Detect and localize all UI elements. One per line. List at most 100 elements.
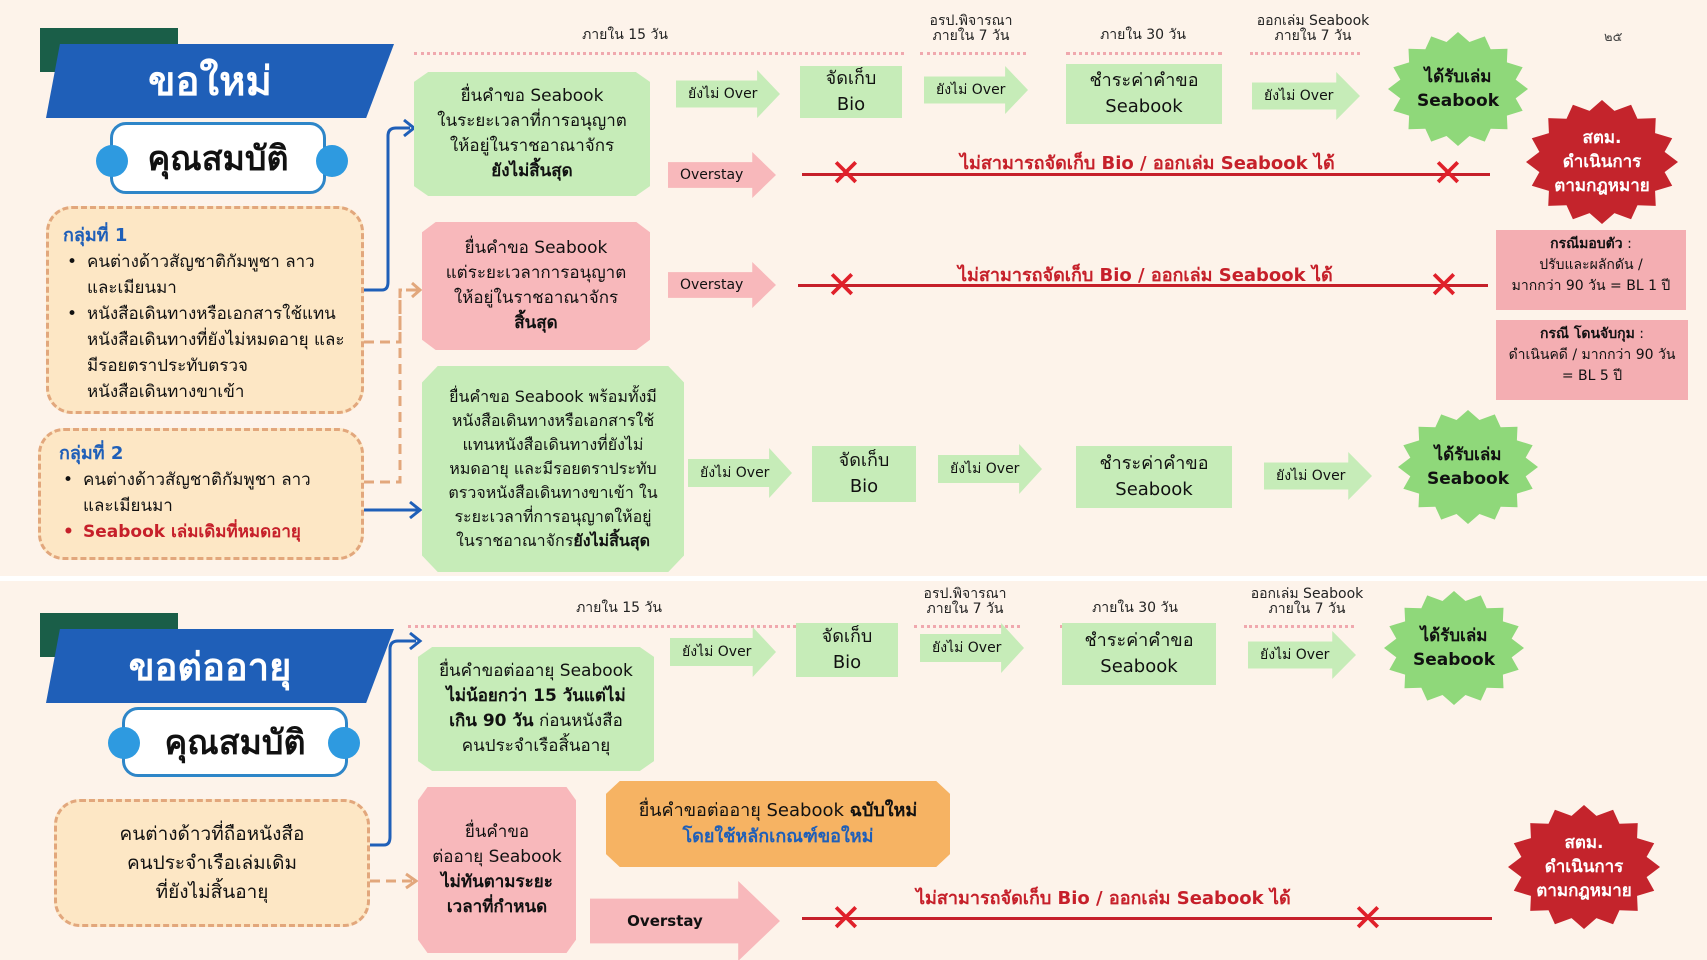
group-1-item: คนต่างด้าวสัญชาติกัมพูชา ลาว และเมียนมา [63,249,347,301]
pill-dot-right [328,727,360,759]
pill-dot-left [108,727,140,759]
receive-line: ได้รับเล่ม [1420,626,1488,646]
connector-lines [370,631,423,890]
row1-line: ในระยะเวลาที่การอนุญาต [437,111,627,131]
row2-bold: สิ้นสุด [514,313,558,333]
collect-bio-line: Bio [832,652,862,673]
timeline-orsp-line: ภายใน 7 วัน [926,601,1004,617]
connector-lines [364,118,423,520]
section-divider [0,576,1707,581]
surrender-case-box: กรณีมอบตัว : ปรับและผลักดัน / มากกว่า 90… [1496,230,1686,310]
renewal-row1-line: คนประจำเรือสิ้นอายุ [461,736,611,756]
renewal-row2-bold: ไม่ทันตามระยะ [441,872,553,892]
timeline-issue: ออกเล่ม Seabook ภายใน 7 วัน [1248,14,1378,44]
legal-line: ดำเนินการ [1562,152,1642,172]
cannot-text: ไม่สามารถจัดเก็บ Bio / ออกเล่ม Seabook ไ… [916,888,1291,909]
timeline-orsp-line: อรป.พิจารณา [929,13,1013,29]
collect-bio-line: Bio [849,476,879,497]
row3-line: หมดอายุ และมีรอยตราประทับ [449,459,657,478]
timeline-issue-line: ออกเล่ม Seabook [1256,13,1370,29]
x-mark-icon: ✕ [1428,263,1460,307]
qualification-label: คุณสมบัติ [110,122,326,194]
timeline-orsp-line: อรป.พิจารณา [923,586,1007,602]
timeline-orsp: อรป.พิจารณา ภายใน 7 วัน [900,587,1030,617]
renewal-row1-line: ก่อนหนังสือ [533,711,623,731]
legal-line: สตม. [1582,128,1622,148]
cannot-line [802,917,1492,920]
cannot-text: ไม่สามารถจัดเก็บ Bio / ออกเล่ม Seabook ไ… [958,265,1333,286]
receive-line: Seabook [1412,650,1496,670]
pay-fee-line: Seabook [1115,479,1193,500]
row3-request-box: ยื่นคำขอ Seabook พร้อมทั้งมี หนังสือเดิน… [422,366,684,572]
receive-line: ได้รับเล่ม [1424,67,1492,87]
section-title: ขอต่ออายุ [128,643,292,689]
page-number: ๒๕ [1604,30,1623,45]
pill-dot-left [96,145,128,177]
timeline-dash [408,625,898,628]
timeline-dash [1244,625,1354,628]
legal-line: ดำเนินการ [1544,857,1624,877]
pay-fee-line: Seabook [1100,656,1178,677]
renewal-group-line: คนประจำเรือเล่มเดิม [126,851,298,874]
section-renewal: ขอต่ออายุ คุณสมบัติ คนต่างด้าวที่ถือหนัง… [0,581,1707,960]
new-criteria-text: ยื่นคำขอต่ออายุ Seabook [638,800,850,821]
row3-line: ตรวจหนังสือเดินทางขาเข้า ใน [448,483,658,502]
renewal-row2-box: ยื่นคำขอ ต่ออายุ Seabook ไม่ทันตามระยะ เ… [418,787,576,953]
timeline-dash [1066,52,1222,55]
renewal-row1-bold: ไม่น้อยกว่า 15 วันแต่ไม่ [446,686,626,706]
x-mark-icon: ✕ [1432,151,1464,195]
renewal-group-line: ที่ยังไม่สิ้นอายุ [155,880,269,903]
legal-line: ตามกฎหมาย [1554,176,1650,196]
x-mark-icon: ✕ [1352,896,1384,940]
legal-line: ตามกฎหมาย [1536,881,1632,901]
banner-background [46,44,394,118]
row2-line: ให้อยู่ในราชอาณาจักร [453,288,619,308]
legal-action-burst: สตม. ดำเนินการตามกฎหมาย [1526,100,1678,224]
collect-bio-line: Bio [836,94,866,115]
row3-line: ยื่นคำขอ Seabook พร้อมทั้งมี [449,387,657,406]
renewal-row1-line: ยื่นคำขอต่ออายุ Seabook [439,661,633,681]
group-1-title: กลุ่มที่ 1 [63,225,128,246]
section-new-application: ๒๕ ขอใหม่ คุณสมบัติ กลุ่มที่ 1 คนต่างด้า… [0,0,1707,576]
group-2-box: กลุ่มที่ 2 คนต่างด้าวสัญชาติกัมพูชา ลาว … [38,428,364,560]
pay-fee-line: ชำระค่าคำขอ [1089,70,1199,91]
timeline-issue-line: ภายใน 7 วัน [1268,601,1346,617]
receive-line: ได้รับเล่ม [1434,445,1502,465]
timeline-15-days: ภายใน 15 วัน [582,27,668,43]
surrender-line: มากกว่า 90 วัน = BL 1 ปี [1511,278,1671,294]
arrested-case-box: กรณี โดนจับกุม : ดำเนินคดี / มากกว่า 90 … [1496,320,1688,400]
group-1-item: หนังสือเดินทางหรือเอกสารใช้แทนหนังสือเดิ… [63,301,347,405]
cannot-text: ไม่สามารถจัดเก็บ Bio / ออกเล่ม Seabook ไ… [960,153,1335,174]
pay-fee-box: ชำระค่าคำขอ Seabook [1062,623,1216,685]
row1-line: ยื่นคำขอ Seabook [460,86,604,106]
collect-bio-line: จัดเก็บ [838,450,890,471]
legal-action-burst: สตม.ดำเนินการตามกฎหมาย [1508,805,1660,929]
timeline-dash [1250,52,1360,55]
row3-bold: ยังไม่สิ้นสุด [573,531,650,550]
row1-bold: ยังไม่สิ้นสุด [491,161,573,181]
receive-seabook-burst: ได้รับเล่ม Seabook [1384,591,1524,705]
arrested-line: ดำเนินคดี / มากกว่า 90 วัน [1508,347,1676,363]
row1-line: ให้อยู่ในราชอาณาจักร [449,136,615,156]
timeline-orsp: อรป.พิจารณา ภายใน 7 วัน [906,14,1036,44]
group-2-title: กลุ่มที่ 2 [59,443,124,464]
timeline-dash [914,625,1020,628]
pay-fee-line: ชำระค่าคำขอ [1084,630,1194,651]
row3-line: แทนหนังสือเดินทางที่ยังไม่ [462,435,644,454]
timeline-issue-line: ภายใน 7 วัน [1274,28,1352,44]
renewal-row2-line: ยื่นคำขอ [464,822,530,842]
arrested-title: กรณี โดนจับกุม [1539,326,1635,342]
renewal-group-box: คนต่างด้าวที่ถือหนังสือ คนประจำเรือเล่มเ… [54,799,370,927]
row3-line: ระยะเวลาที่การอนุญาตให้อยู่ [454,507,652,526]
timeline-15-days: ภายใน 15 วัน [576,600,662,616]
group-2-item-expired: Seabook เล่มเดิมที่หมดอายุ [59,519,343,545]
renewal-row1-bold: เกิน 90 วัน [449,711,534,731]
new-criteria-bold: ฉบับใหม่ [849,800,918,821]
timeline-issue-line: ออกเล่ม Seabook [1250,586,1364,602]
